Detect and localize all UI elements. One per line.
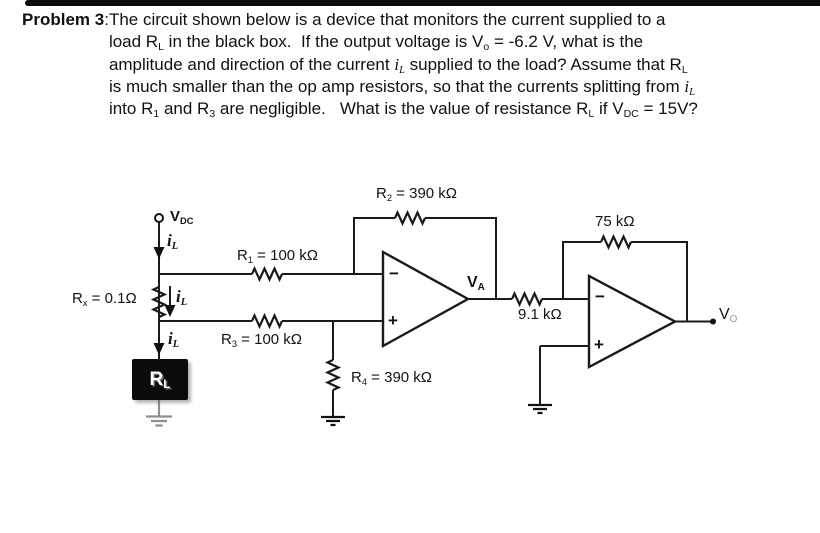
vo-terminal-dot — [710, 318, 716, 325]
resistor-rx-zigzag — [150, 285, 168, 319]
resistor-r4-zigzag — [324, 358, 342, 392]
ground-load — [146, 400, 172, 427]
opamp2-minus-input: − — [595, 287, 605, 306]
r2-label: R2 = 390 kΩ — [376, 185, 458, 203]
resistor-r2-zigzag — [393, 209, 427, 227]
vdc-label: VDC — [170, 208, 194, 226]
il-label-bottom: iL — [168, 329, 180, 350]
resistor-75k-zigzag — [599, 233, 633, 251]
problem-line: amplitude and direction of the current i… — [108, 54, 688, 76]
va-node-label: VA — [467, 274, 485, 293]
ground-opamp2-plus — [528, 403, 552, 415]
problem-line: The circuit shown below is a device that… — [108, 10, 666, 29]
ground-r4 — [321, 415, 345, 427]
il-label-top: iL — [167, 231, 179, 252]
r1-label: R1 = 100 kΩ — [237, 247, 319, 265]
opamp1-minus-input: − — [389, 264, 399, 283]
top-rule — [25, 0, 820, 6]
problem-statement: Problem 3: The circuit shown below is a … — [22, 9, 814, 120]
load-black-box: RL — [132, 359, 188, 400]
r3-label: R3 = 100 kΩ — [221, 331, 303, 349]
r4-label: R4 = 390 kΩ — [351, 369, 433, 387]
opamp2-triangle — [587, 274, 678, 369]
opamp1-triangle — [381, 249, 471, 349]
wires — [158, 217, 713, 417]
current-arrow-mid — [164, 305, 176, 317]
problem-line: is much smaller than the op amp resistor… — [108, 76, 695, 98]
il-label-mid: iL — [176, 287, 188, 308]
vo-node-label: VO — [719, 306, 738, 325]
resistor-9k1-zigzag — [510, 290, 544, 308]
r-9k1-label: 9.1 kΩ — [518, 306, 562, 323]
current-arrow-top — [153, 247, 165, 259]
r-75k-label: 75 kΩ — [595, 213, 635, 230]
vdc-terminal — [154, 213, 164, 223]
resistor-r3-zigzag — [250, 312, 284, 330]
current-arrow-bottom — [153, 343, 165, 355]
opamp1-plus-input: + — [388, 311, 398, 330]
problem-body: The circuit shown below is a device that… — [109, 9, 814, 120]
rx-label: Rx = 0.1Ω — [72, 290, 137, 308]
problem-line: load RL in the black box. If the output … — [108, 32, 644, 54]
load-box-label: RL — [149, 368, 171, 392]
problem-label: Problem 3: — [22, 10, 109, 29]
problem-line: into R1 and R3 are negligible. What is t… — [108, 99, 698, 121]
opamp2-plus-input: + — [594, 335, 604, 354]
resistor-r1-zigzag — [250, 265, 284, 283]
